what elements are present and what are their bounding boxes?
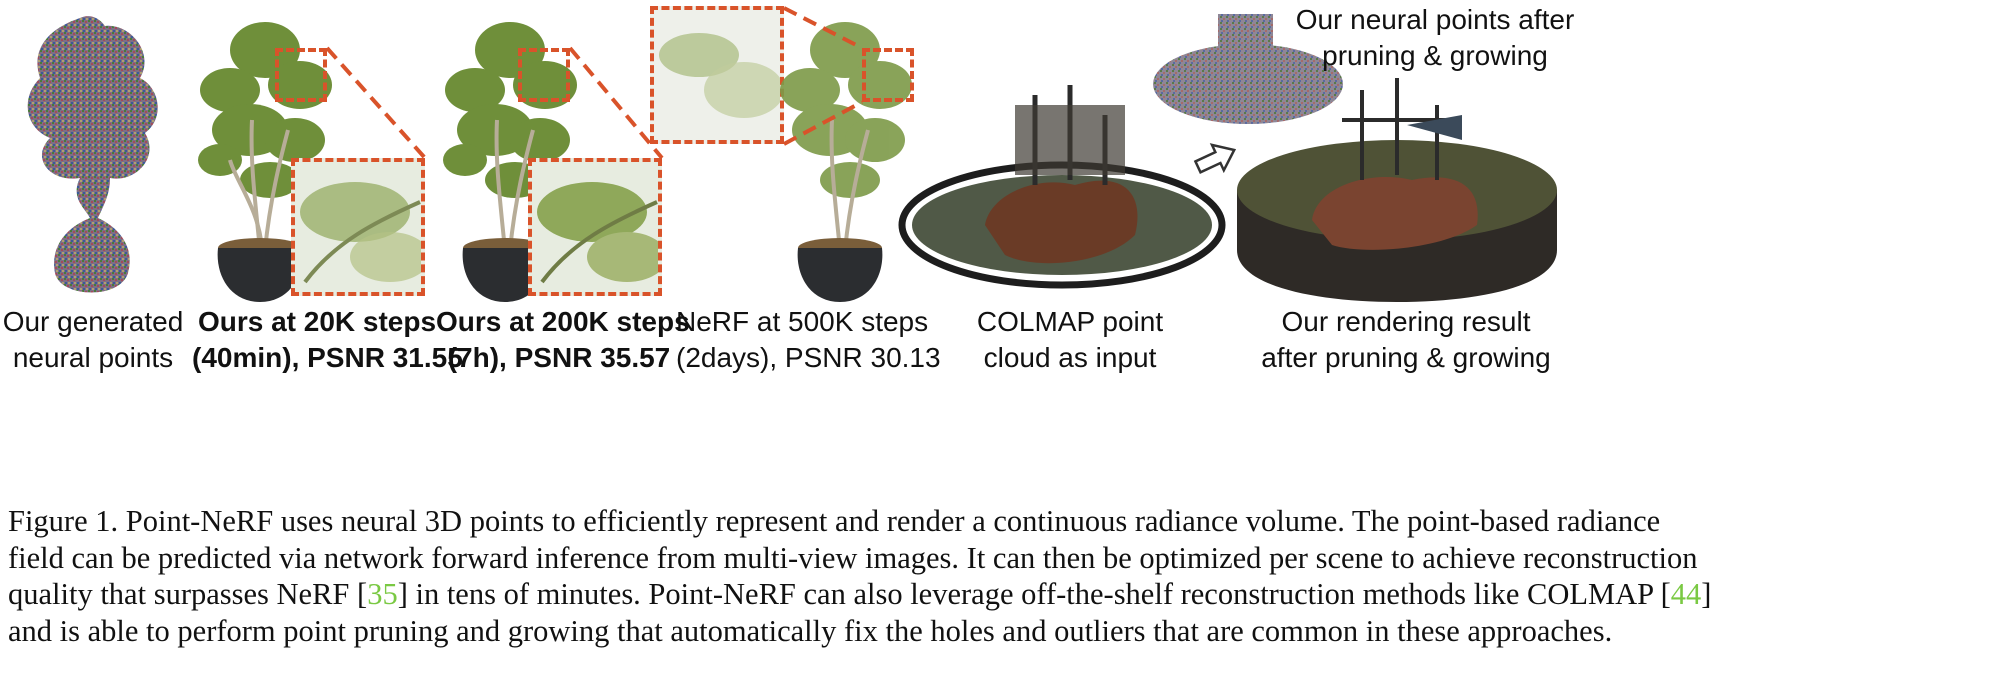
label-line: COLMAP point bbox=[976, 306, 1164, 337]
citation-link-35[interactable]: 35 bbox=[367, 577, 398, 611]
label-line: Our generated bbox=[2, 306, 184, 337]
caption-line-1: Figure 1. Point-NeRF uses neural 3D poin… bbox=[8, 504, 1661, 538]
caption-text: ] in tens of minutes. Point-NeRF can als… bbox=[397, 577, 1671, 611]
label-line: (40min), PSNR 31.55 bbox=[192, 342, 463, 373]
colmap-pointcloud-ship-image bbox=[898, 85, 1226, 289]
label-line: neural points bbox=[12, 342, 174, 373]
label-rendering-result: Our rendering result after pruning & gro… bbox=[1252, 304, 1560, 376]
zoom-inset-200k bbox=[528, 158, 662, 296]
label-line: pruning & growing bbox=[1322, 40, 1548, 71]
label-pruned-points: Our neural points after pruning & growin… bbox=[1290, 2, 1580, 74]
zoom-source-box-nerf bbox=[862, 48, 914, 102]
zoom-source-box-200k bbox=[518, 48, 570, 102]
zoom-inset-20k bbox=[291, 158, 425, 296]
plant-render-20k-image bbox=[198, 22, 332, 302]
label-ours-200k: Ours at 200K steps (7h), PSNR 35.57 bbox=[436, 304, 690, 376]
label-line: Ours at 20K steps bbox=[197, 306, 437, 337]
caption-line-3: quality that surpasses NeRF [35] in tens… bbox=[8, 576, 1986, 613]
label-line: after pruning & growing bbox=[1261, 342, 1551, 373]
figure: Our generated neural points Ours at 20K … bbox=[0, 2, 1580, 376]
label-line: NeRF at 500K steps bbox=[676, 306, 929, 337]
label-line: (7h), PSNR 35.57 bbox=[447, 342, 671, 373]
label-line: (2days), PSNR 30.13 bbox=[676, 342, 941, 373]
label-line: Ours at 200K steps bbox=[436, 306, 690, 337]
label-line: Our neural points after bbox=[1295, 4, 1575, 35]
zoom-inset-nerf bbox=[650, 6, 784, 144]
caption-text: ] bbox=[1701, 577, 1712, 611]
hollow-right-arrow-icon bbox=[1193, 143, 1237, 174]
label-line: Our rendering result bbox=[1281, 306, 1531, 337]
ship-render-result-image bbox=[1237, 78, 1557, 302]
caption-line-2: field can be predicted via network forwa… bbox=[8, 540, 1698, 575]
label-generated-points: Our generated neural points bbox=[0, 304, 186, 376]
label-nerf-500k: NeRF at 500K steps (2days), PSNR 30.13 bbox=[676, 304, 941, 376]
label-ours-20k: Ours at 20K steps (40min), PSNR 31.55 bbox=[192, 304, 463, 376]
label-line: cloud as input bbox=[983, 342, 1157, 373]
label-colmap-input: COLMAP point cloud as input bbox=[960, 304, 1180, 376]
plant-render-200k-image bbox=[443, 22, 577, 302]
neural-points-pruned-image bbox=[1153, 14, 1343, 124]
neural-points-plant-image bbox=[27, 16, 158, 293]
zoom-source-box-20k bbox=[275, 48, 327, 102]
caption-line-4: and is able to perform point pruning and… bbox=[8, 613, 1613, 648]
caption-text: quality that surpasses NeRF [ bbox=[8, 577, 368, 611]
citation-link-44[interactable]: 44 bbox=[1670, 577, 1702, 611]
figure-caption: Figure 1. Point-NeRF uses neural 3D poin… bbox=[8, 503, 1986, 649]
